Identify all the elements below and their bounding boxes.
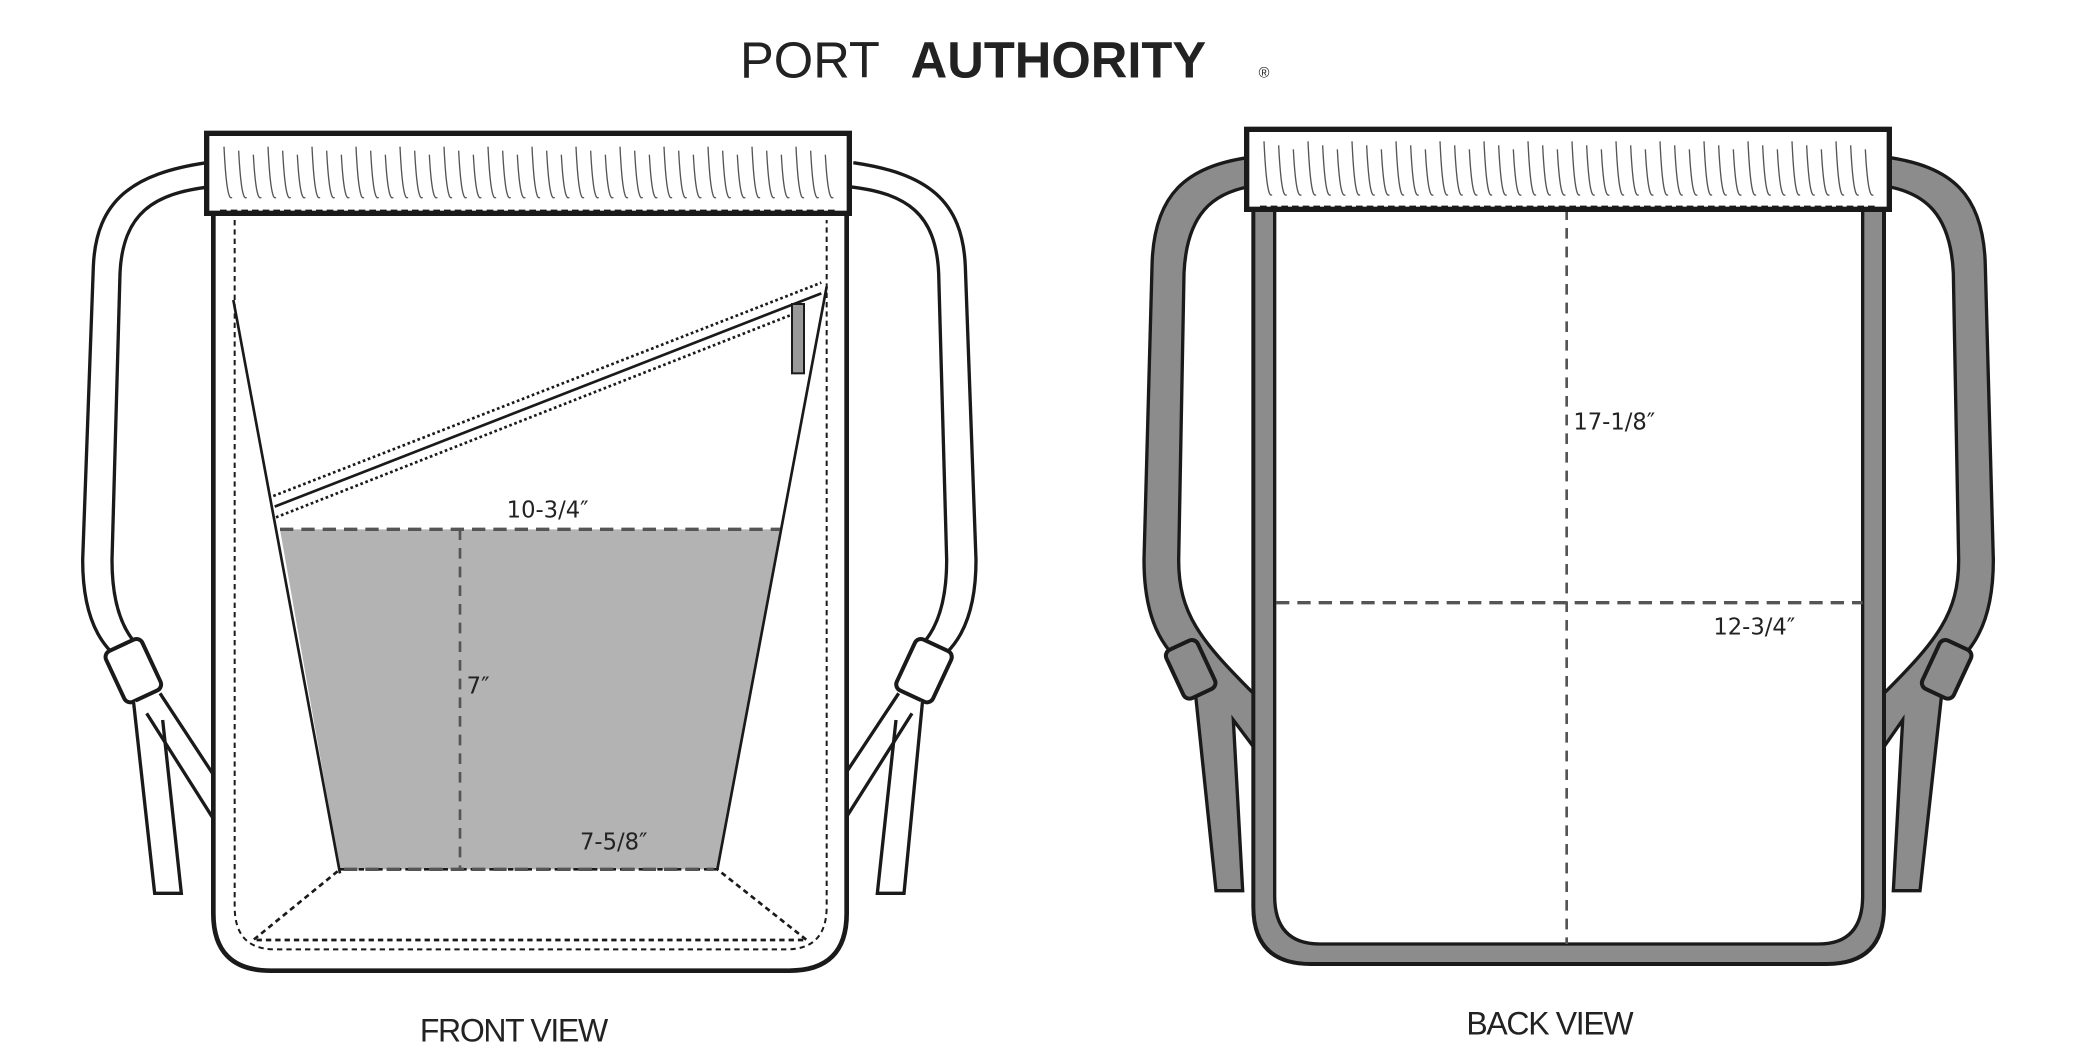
back-drawstring-band <box>1244 126 1892 212</box>
back-right-strap <box>1882 155 1996 893</box>
dimension-pocket-height: 7″ <box>467 673 490 699</box>
dimension-bag-height: 17-1/8″ <box>1573 409 1655 435</box>
dimension-pocket-top-width: 10-3/4″ <box>507 497 589 523</box>
logo-registered-mark: ® <box>1259 65 1270 81</box>
front-drawstring-band <box>204 130 852 216</box>
gathered-fabric-lines <box>1263 141 1874 196</box>
dimension-pocket-bottom-width: 7-5/8″ <box>580 829 648 855</box>
front-pocket <box>280 529 780 870</box>
logo-text-light: PORT <box>740 31 880 88</box>
gathered-fabric-lines <box>223 146 834 199</box>
back-panel <box>1273 207 1865 946</box>
back-view-drawing <box>1142 126 1996 966</box>
back-view-caption: BACK VIEW <box>1466 1006 1634 1042</box>
logo-text-bold: AUTHORITY <box>911 31 1206 88</box>
zipper-pull <box>791 302 805 375</box>
dimension-bag-width: 12-3/4″ <box>1713 615 1795 641</box>
front-view-drawing <box>80 130 978 973</box>
brand-logo: PORT AUTHORITY ® <box>740 31 1270 88</box>
back-left-strap <box>1142 155 1255 893</box>
left-strap <box>80 161 302 921</box>
right-buckle <box>894 637 954 705</box>
zipper <box>272 281 822 519</box>
left-buckle <box>103 637 164 705</box>
front-view-caption: FRONT VIEW <box>420 1012 609 1048</box>
